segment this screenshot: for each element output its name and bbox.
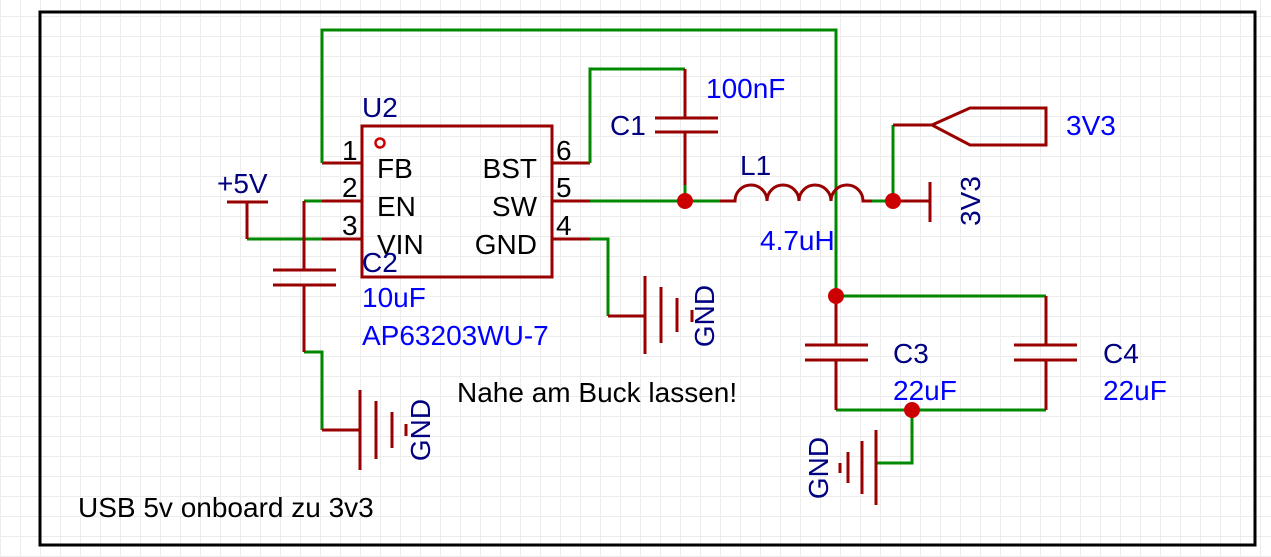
- u2-pins: [322, 161, 590, 241]
- out-cap-wire[interactable]: [836, 294, 1046, 465]
- l1-inductor[interactable]: L1 4.7uH: [720, 150, 872, 256]
- junction-dot: [828, 288, 844, 304]
- pin1-marker: [374, 137, 386, 149]
- junction-dot: [885, 193, 901, 209]
- c3-value: 22uF: [893, 375, 957, 406]
- pin-num: 3: [342, 210, 358, 241]
- l1-value: 4.7uH: [760, 225, 835, 256]
- sw-wire[interactable]: [590, 185, 720, 203]
- fb-wire[interactable]: [320, 28, 838, 296]
- vin-label: +5V: [217, 168, 268, 199]
- pin-num: 5: [556, 172, 572, 203]
- c1-value: 100nF: [706, 73, 785, 104]
- gnd-label: GND: [405, 399, 436, 461]
- vout-net-port[interactable]: 3V3: [893, 106, 1116, 147]
- sheet-border: [38, 10, 1257, 547]
- pin-name: EN: [377, 191, 416, 222]
- placement-note: Nahe am Buck lassen!: [457, 377, 737, 408]
- gnd-label: GND: [689, 285, 720, 347]
- junction-dot: [904, 402, 920, 418]
- vout-power-label: 3V3: [955, 176, 986, 226]
- gnd-label: GND: [803, 437, 834, 499]
- sheet-title: USB 5v onboard zu 3v3: [78, 492, 374, 523]
- c1-capacitor[interactable]: C1 100nF: [610, 69, 785, 185]
- vout-wire[interactable]: [872, 125, 895, 203]
- pin-num: 6: [556, 135, 572, 166]
- c2-designator: C2: [362, 247, 398, 278]
- c4-value: 22uF: [1103, 375, 1167, 406]
- pin-name: GND: [475, 229, 537, 260]
- pin-name: SW: [492, 191, 538, 222]
- l1-designator: L1: [740, 150, 771, 181]
- c2-value: 10uF: [362, 282, 426, 313]
- gnd-symbol[interactable]: GND: [322, 390, 436, 470]
- junction-dot: [677, 193, 693, 209]
- u2-ic[interactable]: 1 2 3 6 5 4 FB EN VIN BST SW GND U2 AP63…: [322, 92, 590, 351]
- c2-gnd-wire[interactable]: [304, 350, 324, 430]
- vin-power-port[interactable]: +5V: [217, 168, 268, 239]
- vout-port-label: 3V3: [1066, 110, 1116, 141]
- gnd-symbol[interactable]: GND: [803, 430, 878, 505]
- c4-designator: C4: [1103, 338, 1139, 369]
- pin-num: 2: [342, 172, 358, 203]
- c4-capacitor[interactable]: C4 22uF: [1014, 296, 1167, 410]
- c3-capacitor[interactable]: C3 22uF: [805, 296, 957, 410]
- gnd-symbol[interactable]: GND: [608, 276, 720, 354]
- pin-name: BST: [483, 153, 537, 184]
- pin-num: 4: [556, 210, 572, 241]
- c1-designator: C1: [610, 110, 646, 141]
- bst-wire[interactable]: [588, 67, 685, 163]
- u2-designator: U2: [362, 92, 398, 123]
- pin-name: VIN: [377, 229, 424, 260]
- vout-power-port[interactable]: 3V3: [893, 176, 986, 226]
- pin-name: FB: [377, 153, 413, 184]
- c3-designator: C3: [893, 338, 929, 369]
- gnd-pin-wire[interactable]: [590, 237, 610, 316]
- pin-num: 1: [342, 135, 358, 166]
- c2-capacitor[interactable]: C2 10uF: [273, 201, 426, 352]
- u2-part: AP63203WU-7: [362, 320, 549, 351]
